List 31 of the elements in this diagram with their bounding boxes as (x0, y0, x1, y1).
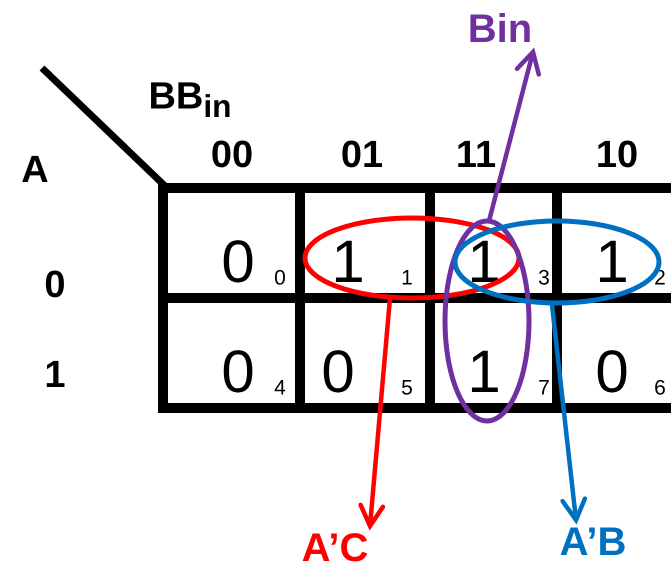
row-header: 1 (44, 356, 66, 394)
grouping-loop (302, 215, 522, 301)
cell-value: 1 (331, 232, 365, 292)
cell-value: 0 (221, 342, 255, 402)
term-label: Bin (455, 8, 545, 50)
row-variable: A (21, 151, 49, 189)
cell-value: 1 (467, 232, 501, 292)
term-label: A’C (290, 528, 380, 568)
arrow (358, 298, 392, 528)
cell-value: 0 (221, 232, 255, 292)
column-header: 11 (456, 136, 496, 174)
arrow (486, 50, 542, 222)
cell-index: 1 (401, 268, 413, 288)
cell-index: 0 (274, 268, 286, 288)
grouping-loop (442, 218, 532, 424)
cell-index: 5 (401, 378, 413, 398)
cell-index: 7 (538, 378, 550, 398)
column-header: 01 (340, 136, 384, 174)
term-label: A’B (548, 522, 638, 562)
column-header: 10 (596, 136, 638, 174)
cell-index: 4 (274, 378, 286, 398)
cell-value: 1 (595, 232, 629, 292)
cell-value: 0 (321, 342, 355, 402)
column-header: 00 (210, 136, 254, 174)
column-variables: BB$_{in}$ (148, 77, 232, 123)
row-header: 0 (44, 266, 66, 304)
arrow (550, 304, 588, 522)
cell-value: 0 (595, 342, 629, 402)
cell-index: 3 (538, 268, 550, 288)
cell-value: 1 (467, 342, 501, 402)
cell-index: 6 (654, 378, 666, 398)
